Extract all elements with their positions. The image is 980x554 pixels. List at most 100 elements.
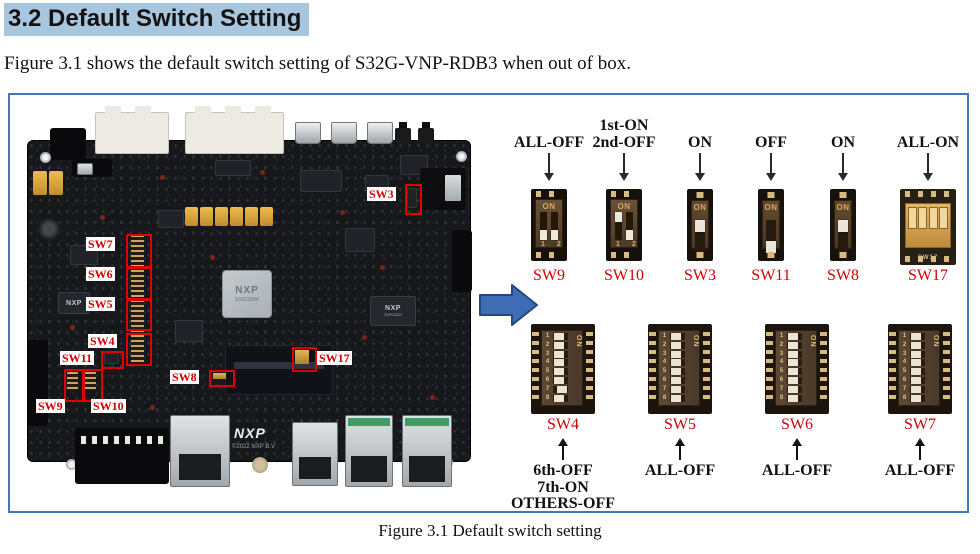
slider-nub bbox=[911, 368, 921, 376]
ic-chip bbox=[300, 170, 342, 192]
dip-row: 5 bbox=[778, 368, 814, 376]
switch-name: SW10 bbox=[604, 267, 644, 284]
module-opening bbox=[351, 456, 387, 482]
dip-row: 5 bbox=[901, 368, 937, 376]
edge-connector-left bbox=[28, 340, 48, 426]
position-digit: 8 bbox=[662, 394, 667, 401]
component-dot bbox=[362, 335, 367, 340]
switch-body: ON bbox=[834, 200, 852, 253]
slider-nub bbox=[671, 359, 681, 367]
slider-nub bbox=[554, 394, 564, 402]
pin-row bbox=[905, 256, 951, 262]
position-digit: 7 bbox=[902, 385, 907, 392]
switch-panel-sw8: ON ON SW8 bbox=[798, 113, 888, 284]
pin-row bbox=[611, 191, 637, 197]
ic-chip bbox=[175, 320, 203, 342]
ethernet-chip-part: SJA1110 bbox=[384, 312, 402, 317]
dip-row: 2 bbox=[544, 341, 580, 349]
capacitor bbox=[185, 207, 198, 226]
pin-column bbox=[703, 332, 710, 404]
dip-row: 1 bbox=[901, 333, 937, 340]
slider-nub bbox=[911, 359, 921, 367]
annotation-box-sw6 bbox=[126, 267, 152, 301]
pin-column bbox=[586, 332, 593, 404]
rj45-port bbox=[170, 415, 230, 487]
sw3-component bbox=[407, 188, 417, 208]
setting-text: ON bbox=[688, 134, 712, 151]
position-digit: 5 bbox=[662, 368, 667, 375]
switch-name: SW6 bbox=[781, 416, 813, 433]
annotation-box-sw11 bbox=[101, 351, 124, 369]
position-digit: 7 bbox=[662, 385, 667, 392]
power-switch bbox=[72, 159, 112, 177]
annotation-box-sw5 bbox=[126, 298, 152, 331]
coin-pad bbox=[252, 457, 268, 473]
debug-connector bbox=[75, 428, 169, 484]
component-dot bbox=[160, 175, 165, 180]
annotation-box-sw7 bbox=[126, 234, 152, 268]
pin-column bbox=[889, 332, 896, 404]
slider-nub bbox=[788, 368, 798, 376]
dip-row: 6 bbox=[544, 377, 580, 384]
pin-row bbox=[536, 252, 562, 258]
sw10-component bbox=[85, 372, 96, 390]
slider-nub bbox=[551, 230, 558, 240]
micro-sd-card bbox=[445, 175, 461, 201]
ic-chip bbox=[215, 160, 251, 176]
capacitor bbox=[49, 171, 63, 195]
slider-track bbox=[670, 350, 685, 358]
annotation-label-sw11: SW11 bbox=[60, 351, 95, 365]
soc-chip-brand: NXP bbox=[235, 285, 259, 296]
setting-text: ALL-OFF bbox=[513, 134, 585, 151]
position-digit: 1 bbox=[545, 333, 550, 339]
slider-track bbox=[540, 212, 547, 240]
dip-row: 7 bbox=[544, 385, 580, 393]
switch-photo-sw3: ON bbox=[687, 189, 713, 261]
setting-text: 1st-ON 2nd-OFF bbox=[592, 117, 656, 151]
sw8-component bbox=[213, 373, 226, 379]
switch-panel-sw3: ON ON SW3 bbox=[655, 113, 745, 284]
figure-caption: Figure 3.1 Default switch setting bbox=[378, 521, 602, 540]
capacitor bbox=[245, 207, 258, 226]
slider-nub bbox=[928, 207, 938, 229]
slider-nub bbox=[911, 341, 921, 349]
slider-nub bbox=[554, 341, 564, 349]
pin bbox=[839, 252, 847, 258]
on-marking: ON bbox=[693, 203, 707, 212]
dip-row: 6 bbox=[778, 377, 814, 384]
switch-photo-sw17: SW17 bbox=[900, 189, 956, 265]
slider-nub bbox=[554, 368, 564, 376]
micro-usb-port-3 bbox=[367, 122, 393, 144]
position-digit: 2 bbox=[779, 341, 784, 348]
slider-nub bbox=[554, 377, 564, 384]
slider-track bbox=[910, 385, 925, 393]
annotation-label-sw7: SW7 bbox=[86, 237, 115, 251]
slider-nub bbox=[907, 207, 917, 229]
setting-text: ON bbox=[831, 134, 855, 151]
setting-text: OFF bbox=[755, 134, 787, 151]
position-digit: 7 bbox=[545, 385, 550, 392]
setting-text: ALL-OFF bbox=[884, 462, 956, 479]
mounting-screw bbox=[66, 459, 77, 470]
pin-column bbox=[820, 332, 827, 404]
sd-card-slot bbox=[420, 168, 466, 210]
position-digit: 4 bbox=[779, 359, 784, 366]
position-digit: 3 bbox=[662, 350, 667, 357]
down-arrow-icon bbox=[619, 153, 629, 181]
slider-nub bbox=[554, 359, 564, 367]
component-dot bbox=[210, 255, 215, 260]
slider-nub bbox=[671, 368, 681, 376]
slider-nub bbox=[788, 350, 798, 358]
dip-row: 4 bbox=[661, 359, 697, 367]
slider-track bbox=[553, 377, 568, 384]
down-arrow-icon bbox=[838, 153, 848, 181]
dip-row: 7 bbox=[901, 385, 937, 393]
switch-name: SW4 bbox=[547, 416, 579, 433]
push-button-1 bbox=[395, 122, 411, 144]
